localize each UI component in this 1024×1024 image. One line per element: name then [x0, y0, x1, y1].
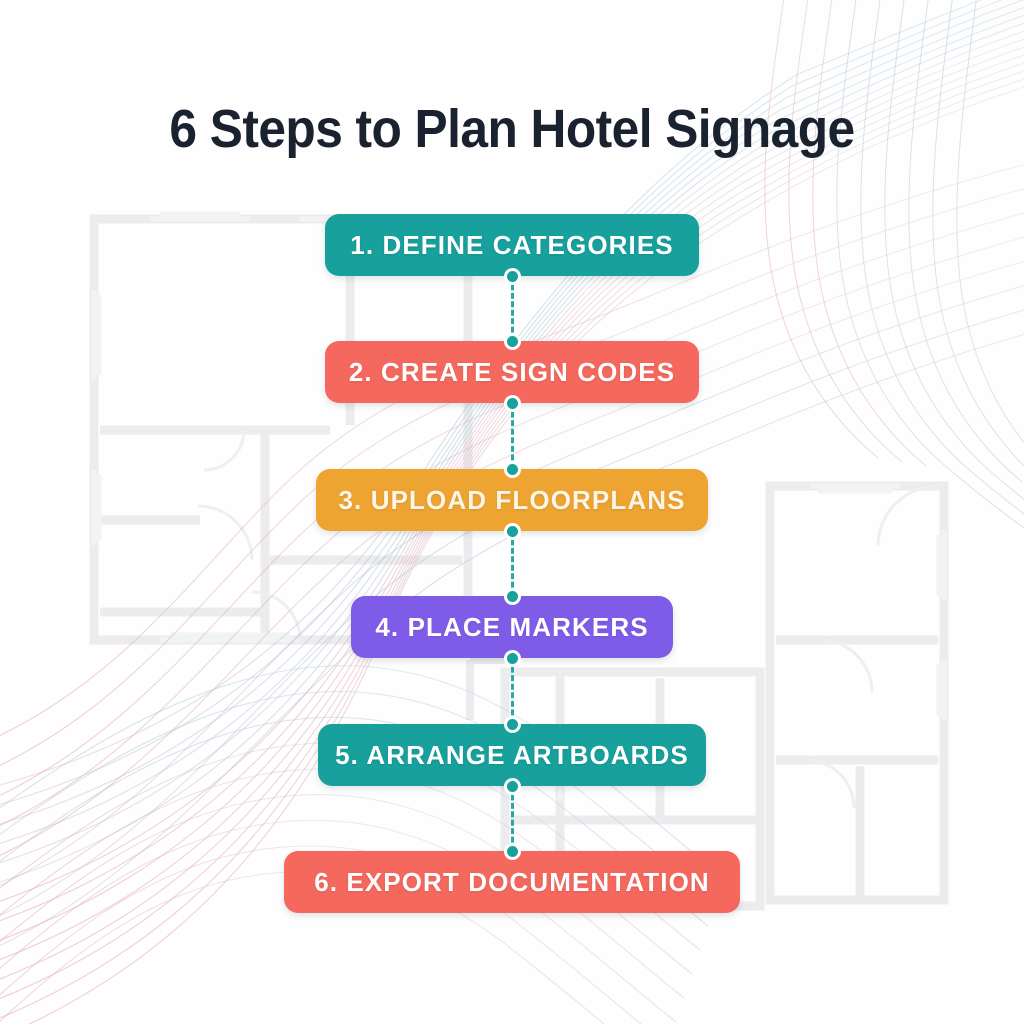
step-label-6: 6. EXPORT DOCUMENTATION	[314, 866, 710, 897]
step-pill-6[interactable]: 6. EXPORT DOCUMENTATION	[284, 842, 740, 913]
step-node-6-top	[503, 842, 521, 860]
step-node-3-bottom	[503, 522, 521, 540]
connector-3-4	[511, 531, 517, 596]
connector-4-5	[511, 658, 517, 724]
step-node-1-bottom	[503, 267, 521, 285]
step-row-6: 6. EXPORT DOCUMENTATION	[0, 842, 1024, 913]
step-row-5: 5. ARRANGE ARTBOARDS	[0, 715, 1024, 795]
step-pill-5[interactable]: 5. ARRANGE ARTBOARDS	[318, 715, 706, 795]
step-node-5-top	[503, 715, 521, 733]
step-row-2: 2. CREATE SIGN CODES	[0, 332, 1024, 412]
step-label-3: 3. UPLOAD FLOORPLANS	[338, 484, 686, 515]
step-pill-2[interactable]: 2. CREATE SIGN CODES	[325, 332, 699, 412]
step-label-5: 5. ARRANGE ARTBOARDS	[335, 739, 689, 770]
connector-2-3	[511, 403, 517, 469]
step-node-4-top	[503, 587, 521, 605]
step-pill-4[interactable]: 4. PLACE MARKERS	[351, 587, 673, 667]
connector-1-2	[511, 276, 517, 341]
connector-5-6	[511, 786, 517, 851]
step-row-1: 1. DEFINE CATEGORIES	[0, 214, 1024, 285]
step-node-5-bottom	[503, 777, 521, 795]
step-label-4: 4. PLACE MARKERS	[375, 611, 649, 642]
step-node-4-bottom	[503, 649, 521, 667]
step-row-3: 3. UPLOAD FLOORPLANS	[0, 460, 1024, 540]
step-label-2: 2. CREATE SIGN CODES	[348, 356, 676, 387]
step-pill-3[interactable]: 3. UPLOAD FLOORPLANS	[316, 460, 708, 540]
page-title: 6 Steps to Plan Hotel Signage	[169, 99, 855, 159]
step-node-3-top	[503, 460, 521, 478]
step-row-4: 4. PLACE MARKERS	[0, 587, 1024, 667]
step-node-2-bottom	[503, 394, 521, 412]
step-label-1: 1. DEFINE CATEGORIES	[350, 229, 674, 260]
step-pill-1[interactable]: 1. DEFINE CATEGORIES	[325, 214, 699, 285]
step-node-2-top	[503, 332, 521, 350]
